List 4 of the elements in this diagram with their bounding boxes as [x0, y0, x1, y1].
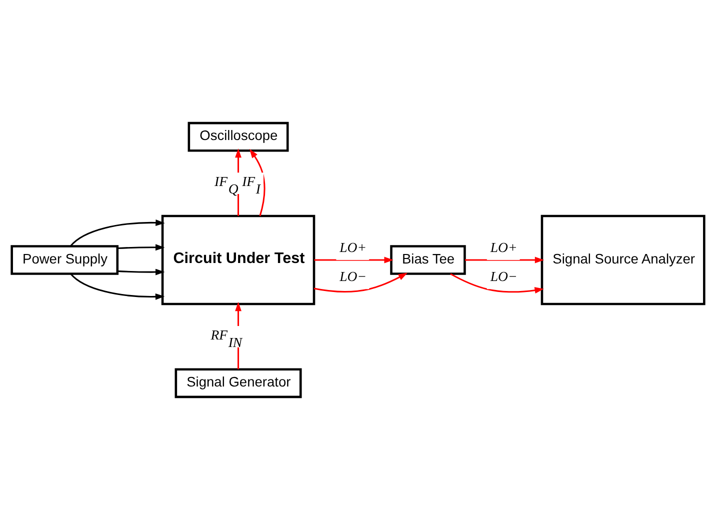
edge-label: LO+: [340, 239, 367, 254]
edge-label: LO+: [490, 239, 518, 254]
edge-label: LO−: [490, 268, 518, 284]
edge-label: LO−: [340, 268, 367, 284]
